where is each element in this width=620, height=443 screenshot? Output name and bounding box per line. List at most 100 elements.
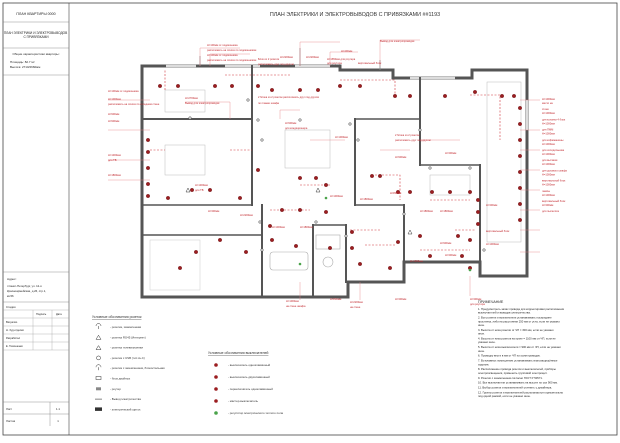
right-label: лампы — [542, 190, 550, 193]
legend-socket-item: - Вывод электричества — [95, 397, 141, 401]
bottom-label: на стене шкафа — [286, 304, 306, 308]
legend-socket-item: - розетка RG45 (Интернет) — [95, 334, 146, 340]
legend-socket-label: - электрический щиток — [110, 407, 141, 411]
right-label: место на — [542, 102, 553, 105]
legend-switch-label: - выключатель одноклавишный — [228, 363, 270, 367]
plan-label: Н=2200мм — [306, 55, 319, 59]
legend-socket-label: - роутер — [110, 387, 121, 391]
right-label: стене — [542, 108, 549, 111]
right-label: Н=1000мм — [542, 111, 555, 115]
right-label: Н=1000мм — [542, 142, 555, 146]
right-label: Н=1000мм — [542, 97, 555, 101]
plan-label: вертикальный блок — [486, 229, 510, 233]
bottom-label: Н=1000мм — [286, 299, 299, 303]
note-item: 6. Проводку вести в мм от ЧП по осям про… — [478, 354, 541, 358]
legend-switch-label: - регулятор электрического теплого пола — [228, 411, 283, 415]
plan-label: Вывод для электропроводки — [185, 101, 220, 105]
address-line-1: г.Санкт-Петербург, ул. 12-я — [7, 284, 42, 288]
note-item: 3. Высота от низа розетки от ЧП = 300 мм… — [478, 328, 554, 336]
bottom-label: для роутера — [470, 303, 485, 306]
legend-switch-item: - переключатель одноклавишный — [214, 387, 273, 391]
plan-label: расположить на откосе по соседним стене — [108, 103, 160, 106]
plan-label: вертикальный блок — [358, 61, 382, 65]
plan-label: Н=900мм — [108, 119, 119, 123]
plan-label: Н=900мм — [395, 155, 406, 159]
plan-label: для кондиционера — [285, 127, 308, 130]
sheet-label: Лист — [6, 407, 13, 411]
legend-socket-label: - розетка телевизионная — [110, 346, 143, 350]
plan-label: Н=100мм от подоконника — [207, 43, 238, 47]
address-line-2: Красноармейская, д.26, стр.1, — [7, 289, 46, 293]
project-name: ПЛАН КВАРТИРЫ 0000 — [16, 12, 55, 16]
bottom-label: Н=800мм — [330, 297, 341, 301]
legend-socket-label: - розетка с USB (тип А+С) — [110, 356, 145, 360]
plan-label: Н=900мм — [108, 112, 119, 116]
plan-label: расположить на откосе по подоконником — [207, 59, 256, 62]
plan-label: Н=1800мм — [360, 197, 373, 201]
plan-label: Н=300мм — [445, 253, 456, 257]
plan-label: Н=1800мм — [108, 173, 121, 177]
right-label: для кофемашины — [542, 138, 564, 142]
plan-label: Н=1650мм для роутера — [327, 57, 356, 61]
plan-label: расположить друг под другом — [258, 63, 294, 66]
plan-label: Н=100мм от подоконника — [207, 53, 238, 57]
plan-label: Н=2200мм — [280, 55, 293, 59]
plan-label: расположить друг под другом — [395, 139, 431, 142]
legend-sockets-title: Условные обозначения розеток — [92, 315, 142, 319]
title-block: ПЛАН КВАРТИРЫ 0000 ПЛАН ЭЛЕКТРИКИ И ЭЛЕК… — [3, 12, 69, 426]
legend-switch-label: - выключатель двухклавишный — [228, 375, 270, 379]
note-item: 4. Высота от низа розеток на кухне = 110… — [478, 337, 556, 345]
note-item: 2. Все розетки и выключатели устанавлива… — [478, 316, 560, 327]
legend-switch-label: - переключатель одноклавишный — [228, 387, 273, 391]
legend-socket-label: - розетка, заземленная — [110, 325, 142, 329]
plan-label: Н=100мм от подоконника — [108, 89, 139, 93]
right-label: вертикальный блок — [542, 179, 566, 183]
plan-label: Н=300мм — [486, 203, 497, 207]
plan-label: Н=2200мм — [240, 213, 253, 217]
plan-label: Н=1800мм — [300, 225, 313, 229]
legend-switch-label: - мастер-выключатель — [228, 399, 259, 403]
signature-table — [3, 309, 69, 351]
note-item: 8. Расположение провода розеток и выключ… — [478, 367, 556, 375]
note-item: 12. Группы розеток и выключателей распол… — [478, 391, 564, 399]
sheet-frame — [2, 2, 618, 436]
plan-label: Н=1000мм — [410, 259, 423, 263]
plan-label: Н=2700мм — [185, 96, 198, 100]
plan-label: Н=1300мм — [108, 153, 121, 157]
legend-sockets: Условные обозначения розеток - розетка, … — [92, 315, 165, 411]
plan-label: Н=1300мм — [195, 183, 208, 187]
address-label: Адрес: — [7, 277, 17, 281]
right-label: для ПММ — [542, 128, 553, 132]
right-label: Н=1000мм — [542, 162, 555, 166]
plan-label: Н=400мм — [341, 49, 352, 53]
bottom-label: на стене — [350, 306, 361, 309]
right-label: вертикальный блок — [542, 199, 566, 203]
plan-label: Н=1800мм — [440, 209, 453, 213]
stage-label: Стадия — [6, 305, 16, 309]
legend-switch-item: - регулятор электрического теплого пола — [214, 411, 283, 415]
plan-label: для роутера — [327, 62, 342, 65]
plan-label: расположить на откосе по подоконником — [207, 49, 256, 52]
right-label: для колонки 4 блок — [542, 117, 566, 121]
legend-socket-item: - электрический щиток — [95, 407, 141, 411]
legend-socket-label: - розетка с заземлением, блокостальная — [110, 366, 165, 370]
right-label: Н=1000мм — [542, 183, 555, 187]
plan-label: Н=900мм — [440, 241, 451, 245]
legend-socket-label: - Вывод электричества — [110, 397, 141, 401]
legend-socket-label: - розетка RG45 (Интернет) — [110, 335, 146, 339]
legend-socket-item: - роутер — [96, 387, 121, 391]
specs-title: Общие характеристики квартиры: — [12, 52, 59, 56]
bottom-label: Н=300мм — [395, 297, 406, 301]
legend-socket-item: - блок двойных — [95, 376, 131, 381]
legend-switch-item: - выключатель одноклавишный — [214, 363, 270, 367]
notes-title: ПРИМЕЧАНИЕ — [478, 300, 504, 304]
right-label: Н=1000мм — [542, 152, 555, 156]
right-label: Н=1000мм — [542, 193, 555, 197]
note-item: 1. Предусмотреть запас провода для корре… — [478, 307, 565, 315]
role-1: Визуализ. — [6, 320, 18, 324]
bottom-label: Н=2200мм — [350, 300, 363, 304]
plan-label: по планке шкафа — [258, 101, 280, 105]
